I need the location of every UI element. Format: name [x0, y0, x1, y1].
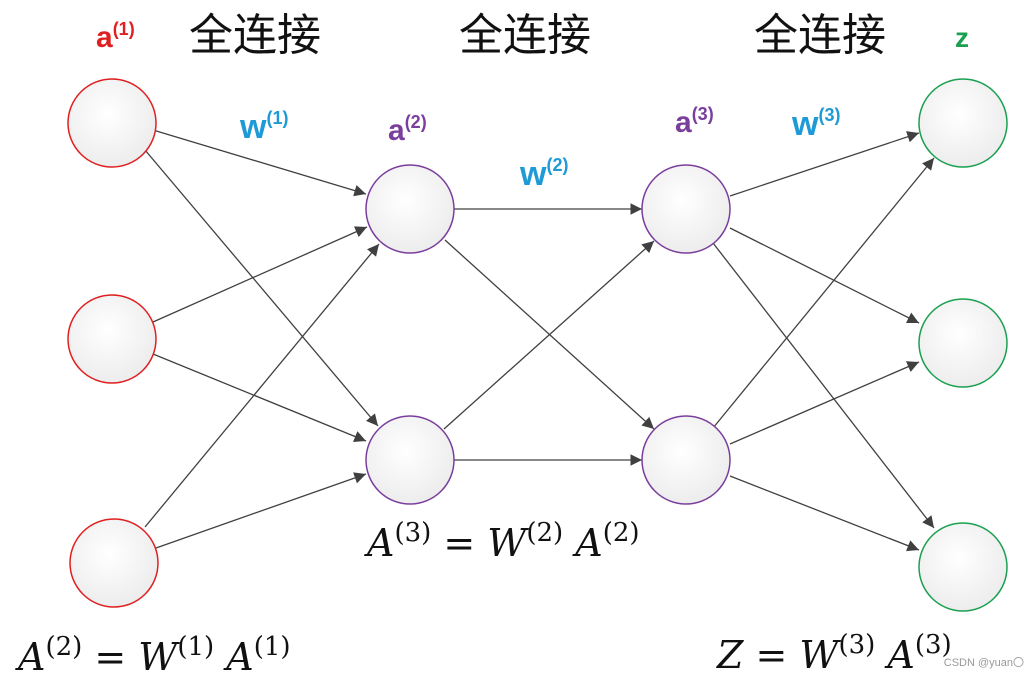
edge [729, 361, 920, 445]
label-a2: a(2) [388, 112, 427, 147]
node-hidden3-1 [641, 164, 731, 254]
label-a1: a(1) [96, 19, 135, 54]
node-hidden2-1 [365, 164, 455, 254]
hidden-layer-3 [641, 164, 731, 505]
edges-layer2 [443, 203, 655, 466]
node-output-1 [918, 78, 1008, 168]
edge [152, 353, 367, 442]
label-w3: w(3) [791, 105, 840, 143]
hidden-layer-2 [365, 164, 455, 505]
edge [155, 472, 367, 549]
edge [443, 240, 655, 430]
equation-a2: A(2) = W(1) A(1) [15, 632, 291, 678]
node-hidden3-2 [641, 415, 731, 505]
node-input-1 [67, 78, 157, 168]
label-w1: w(1) [239, 108, 288, 146]
node-input-2 [67, 294, 157, 384]
watermark: CSDN @yuan〇 [944, 656, 1024, 669]
label-w2: w(2) [519, 155, 568, 193]
output-layer [918, 78, 1008, 612]
header-fc-1: 全连接 [189, 10, 321, 61]
node-output-3 [918, 522, 1008, 612]
input-layer [67, 78, 159, 608]
node-hidden2-2 [365, 415, 455, 505]
node-output-2 [918, 298, 1008, 388]
edge [712, 242, 935, 529]
edge [144, 149, 379, 427]
edge [729, 227, 920, 324]
header-fc-3: 全连接 [754, 10, 886, 61]
edge [712, 157, 935, 429]
label-z: z [955, 22, 969, 53]
edge [729, 131, 920, 197]
edges-layer1 [144, 129, 380, 549]
header-fc-2: 全连接 [459, 10, 591, 61]
edge [152, 226, 368, 323]
node-input-3 [69, 518, 159, 608]
edges-layer3 [712, 131, 935, 552]
edge [152, 129, 367, 197]
label-a3: a(3) [675, 104, 714, 139]
edge [144, 243, 380, 528]
equation-a3: A(3) = W(2) A(2) [364, 518, 640, 565]
edge [729, 475, 920, 552]
equation-z: Z = W(3) A(3) [716, 630, 952, 677]
